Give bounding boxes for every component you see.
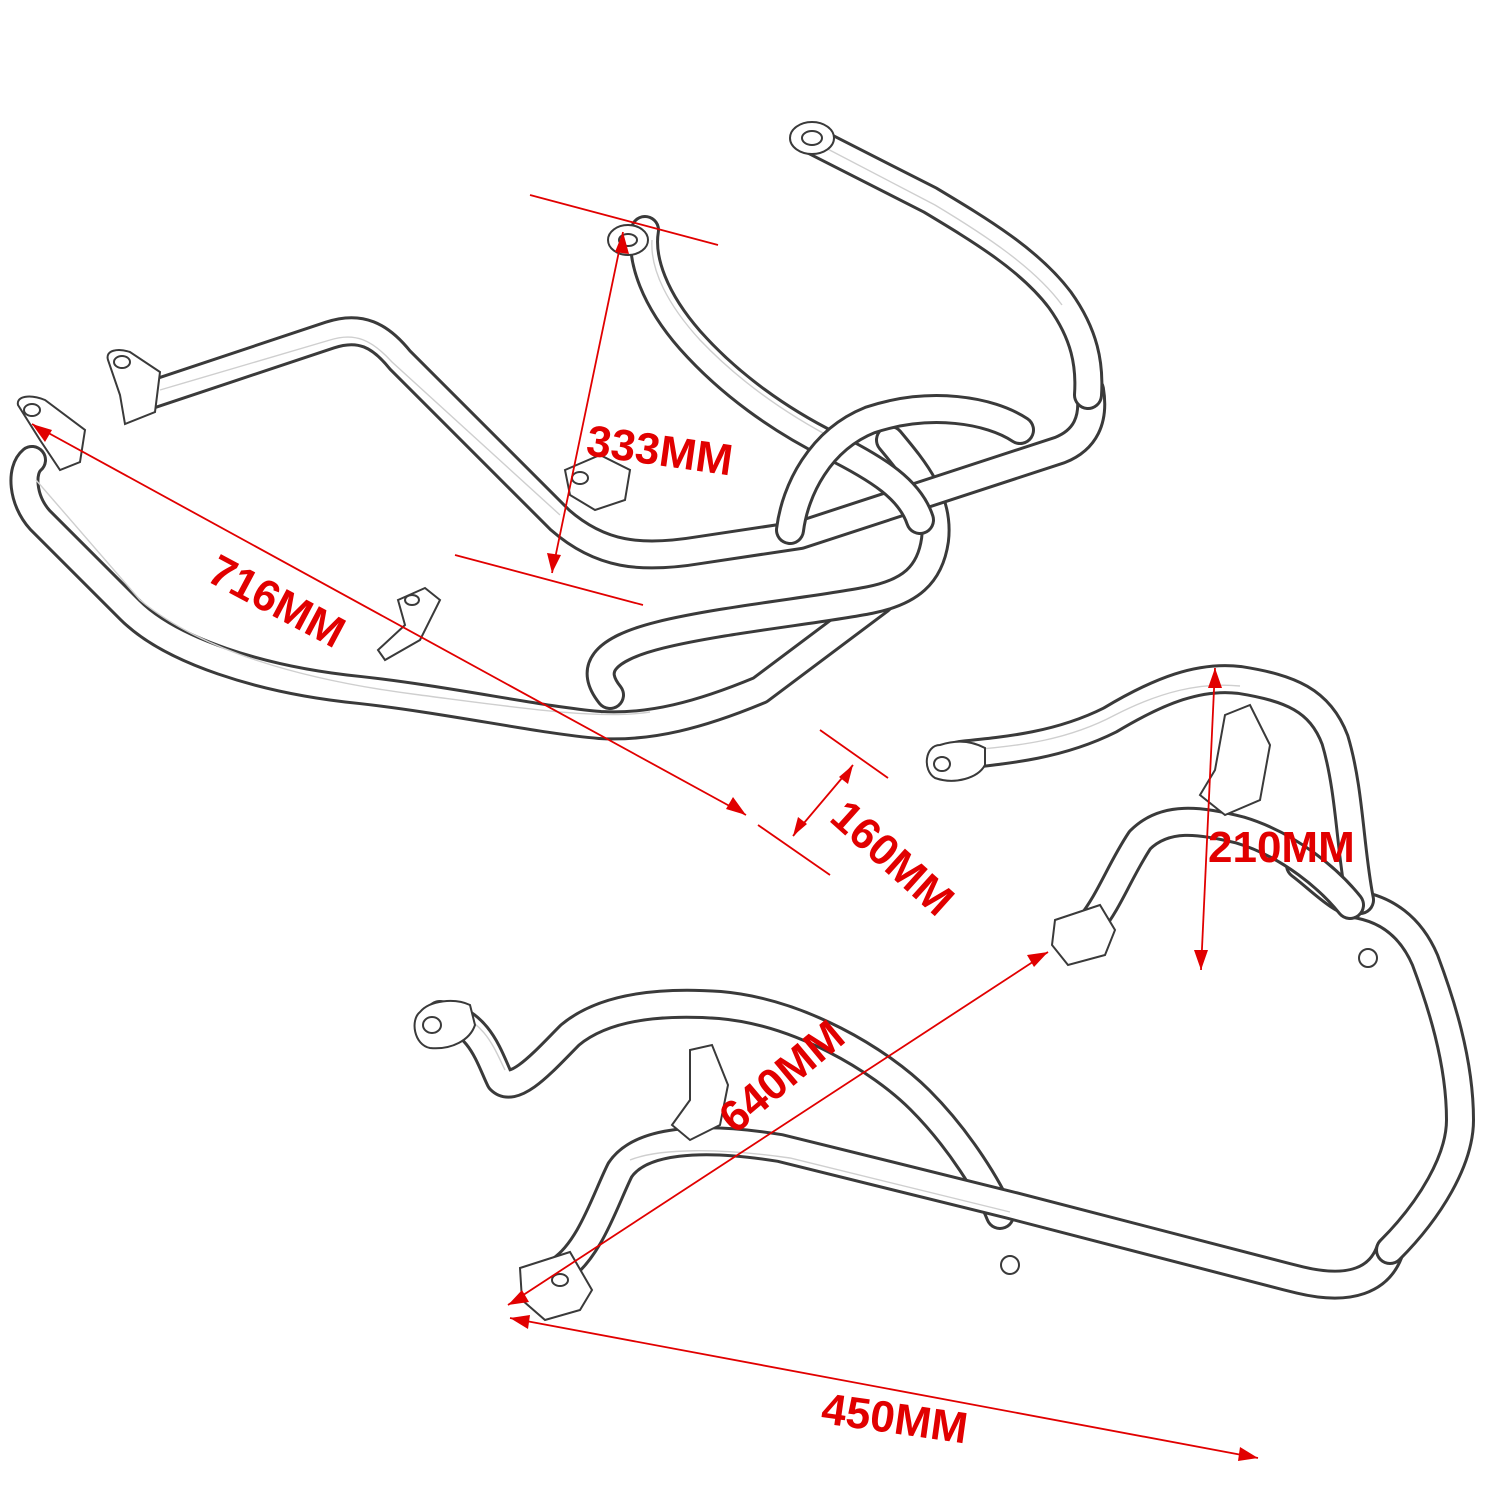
- mount-bracket: [1050, 903, 1117, 967]
- upper-frame: [9, 121, 1107, 741]
- mount-tab: [376, 586, 442, 662]
- dimension-450: 450MM: [509, 1315, 1259, 1461]
- mount-boss: [1000, 1255, 1020, 1275]
- dimension-210-label: 210MM: [1208, 823, 1355, 872]
- mount-tab: [563, 453, 632, 512]
- dimension-716-label: 716MM: [200, 546, 353, 658]
- mount-boss: [1358, 948, 1378, 968]
- lower-frame: [413, 664, 1475, 1322]
- gusset-plate: [670, 1043, 730, 1142]
- dimension-210: 210MM: [1194, 667, 1355, 971]
- dimension-160-label: 160MM: [821, 791, 963, 926]
- dimension-450-label: 450MM: [819, 1384, 971, 1453]
- mount-ear: [413, 999, 477, 1050]
- gusset-plate: [1198, 703, 1272, 817]
